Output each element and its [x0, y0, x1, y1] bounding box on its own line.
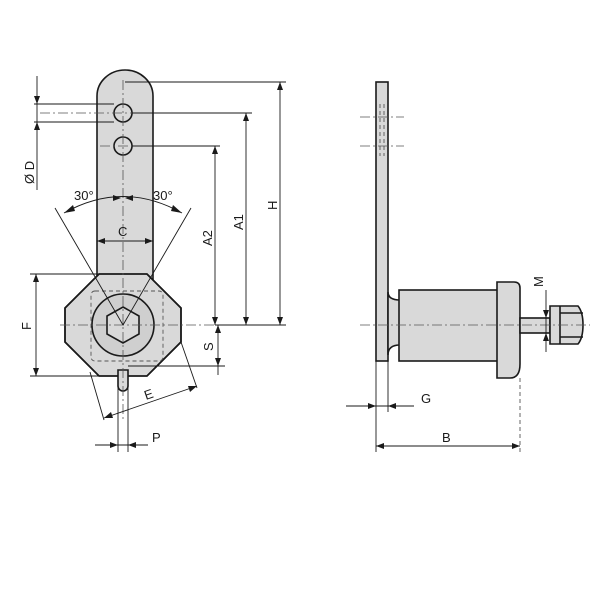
s-arrow-top [215, 325, 221, 333]
angle-arc [63, 196, 183, 214]
f-arrow-bot [33, 368, 39, 376]
side-plate [375, 81, 389, 362]
p-arrow-l [110, 442, 118, 448]
label-f: F [19, 322, 34, 330]
angle-arrow-l2 [113, 195, 121, 201]
label-s: S [201, 342, 216, 351]
angle-arrow-r1 [125, 195, 133, 201]
a1-arrow-top [243, 113, 249, 121]
m-arrow-top [543, 310, 549, 318]
a2-arrow-top [212, 146, 218, 154]
d-arrow-top [34, 96, 40, 104]
pin-shaft [519, 317, 551, 334]
label-d: Ø D [22, 161, 37, 184]
e-ext-2 [180, 341, 198, 389]
c-arrow-r [145, 238, 153, 244]
angle-line-left [54, 207, 124, 326]
d-arrow-bot [34, 122, 40, 130]
label-g: G [421, 391, 431, 406]
g-arrow-r [388, 403, 396, 409]
label-c: C [118, 224, 127, 239]
e-dim-line [103, 385, 198, 419]
g-arrow-l [368, 403, 376, 409]
lever-arm [96, 69, 154, 291]
b-arrow-r [512, 443, 520, 449]
h-arrow-top [277, 82, 283, 90]
label-a1: A1 [231, 214, 246, 230]
cylinder-body [398, 289, 500, 362]
e-arrow-1 [104, 412, 113, 418]
c-arrow-l [97, 238, 105, 244]
label-h: H [265, 201, 280, 210]
label-m: M [531, 276, 546, 287]
label-p: P [152, 430, 161, 445]
s-arrow-bot [215, 358, 221, 366]
label-angle-right: 30° [153, 188, 173, 203]
front-view: Ø D 30° 30° C A2 A1 H [19, 69, 286, 452]
e-ext-1 [89, 371, 105, 421]
flange [496, 281, 521, 379]
label-angle-left: 30° [74, 188, 94, 203]
label-a2: A2 [200, 230, 215, 246]
f-arrow-top [33, 274, 39, 282]
p-arrow-r [128, 442, 136, 448]
angle-arrow-l1 [64, 205, 75, 213]
a1-arrow-bot [243, 317, 249, 325]
angle-line-right [122, 207, 192, 326]
label-e: E [142, 386, 155, 403]
m-arrow-bot [543, 333, 549, 341]
hidden-square [90, 290, 164, 362]
h-arrow-bot [277, 317, 283, 325]
label-b: B [442, 430, 451, 445]
side-view: M G B [346, 81, 590, 452]
octagon-outline [64, 273, 182, 377]
a2-arrow-bot [212, 317, 218, 325]
e-arrow-2 [188, 386, 197, 392]
b-arrow-l [376, 443, 384, 449]
angle-arrow-r2 [171, 205, 182, 213]
